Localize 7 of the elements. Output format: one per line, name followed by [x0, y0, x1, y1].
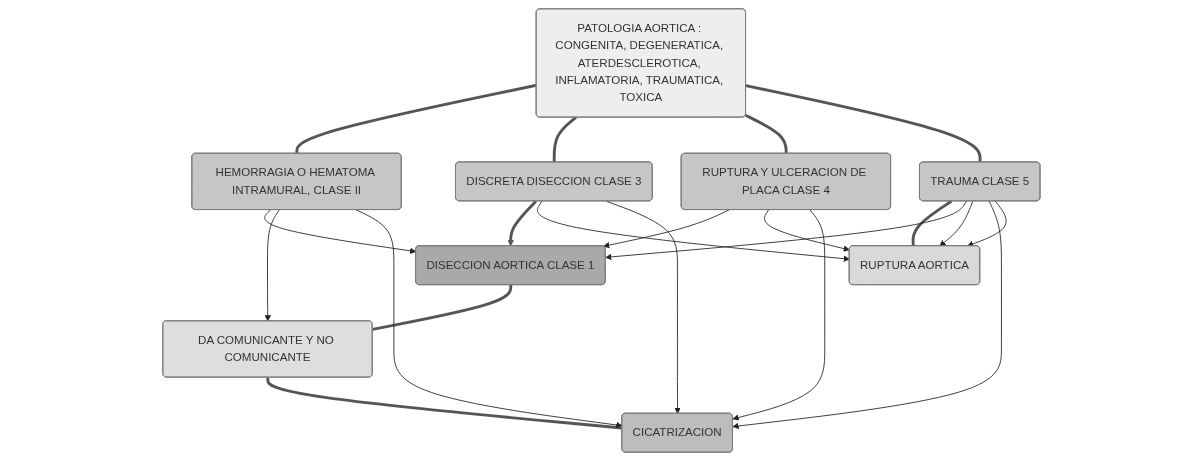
connector: [744, 114, 788, 154]
connector: [371, 285, 512, 331]
connector: [745, 84, 982, 163]
connector: [911, 200, 952, 247]
connector: [552, 116, 577, 163]
arrow: [507, 200, 537, 247]
connector: [294, 83, 537, 154]
